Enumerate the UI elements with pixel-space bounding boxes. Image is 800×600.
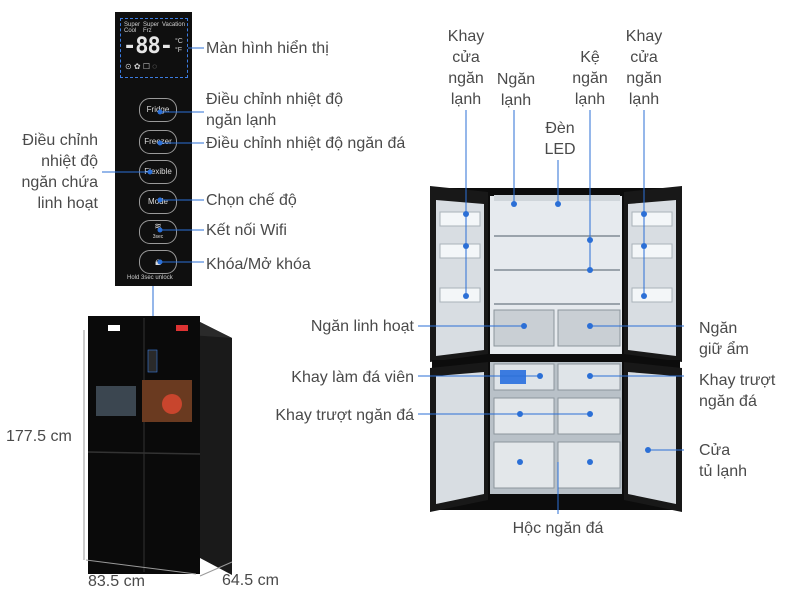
label-sliding-tray-right: Khay trượt ngăn đá: [699, 372, 776, 410]
unit-celsius: °C: [175, 38, 183, 45]
label-sliding-tray-left: Khay trượt ngăn đá: [275, 407, 414, 424]
dimension-depth: 64.5 cm: [222, 572, 279, 589]
label-shelf: Kệ ngăn lạnh: [572, 49, 608, 108]
fridge-button[interactable]: Fridge: [139, 98, 177, 122]
mode-super-frz: Super Frz: [143, 22, 160, 34]
label-humidity: Ngăn giữ ẩm: [699, 320, 749, 358]
label-freezer-temp: Điều chỉnh nhiệt độ ngăn đá: [206, 135, 406, 152]
wifi-button-label: 3sec: [152, 234, 164, 240]
label-wifi: Kết nối Wifi: [206, 222, 287, 239]
dimension-height: 177.5 cm: [6, 428, 72, 445]
label-led: Đèn LED: [544, 120, 576, 158]
label-door-tray-right: Khay cửa ngăn lạnh: [625, 28, 663, 108]
label-door: Cửa tủ lạnh: [699, 442, 748, 480]
wifi-icon: ≋: [154, 221, 162, 231]
label-mode: Chọn chế độ: [206, 192, 297, 209]
mode-super-cool: Super Cool: [124, 22, 141, 34]
small-fridge-side: [200, 322, 232, 575]
label-cool-compartment: Ngăn lạnh: [496, 71, 536, 109]
label-ice-tray: Khay làm đá viên: [291, 369, 414, 386]
display-frame: [120, 18, 188, 78]
mode-button[interactable]: Mode: [139, 190, 177, 214]
label-flexible-temp: Điều chỉnh nhiệt độ ngăn chứa linh hoạt: [21, 132, 98, 212]
label-freezer-drawer: Hộc ngăn đá: [512, 520, 604, 537]
label-fridge-temp: Điều chỉnh nhiệt độ ngăn lạnh: [206, 91, 343, 129]
temperature-digits: -88-: [123, 34, 173, 59]
status-icons: ⊙ ✿ ☐ ◌: [125, 62, 157, 71]
dimension-width: 83.5 cm: [88, 573, 145, 590]
label-lock: Khóa/Mở khóa: [206, 256, 311, 273]
unit-fahrenheit: °F: [175, 47, 183, 54]
control-panel: Super Cool Super Frz Vacation -88- °C °F…: [115, 12, 192, 286]
mode-vacation: Vacation: [162, 22, 185, 28]
label-door-tray-left: Khay cửa ngăn lạnh: [447, 28, 485, 108]
label-flex-compartment: Ngăn linh hoạt: [310, 318, 414, 335]
label-display: Màn hình hiển thị: [206, 40, 329, 57]
hold-unlock-text: Hold 3sec unlock: [127, 275, 173, 281]
wifi-button[interactable]: ≋ 3sec: [139, 220, 177, 244]
